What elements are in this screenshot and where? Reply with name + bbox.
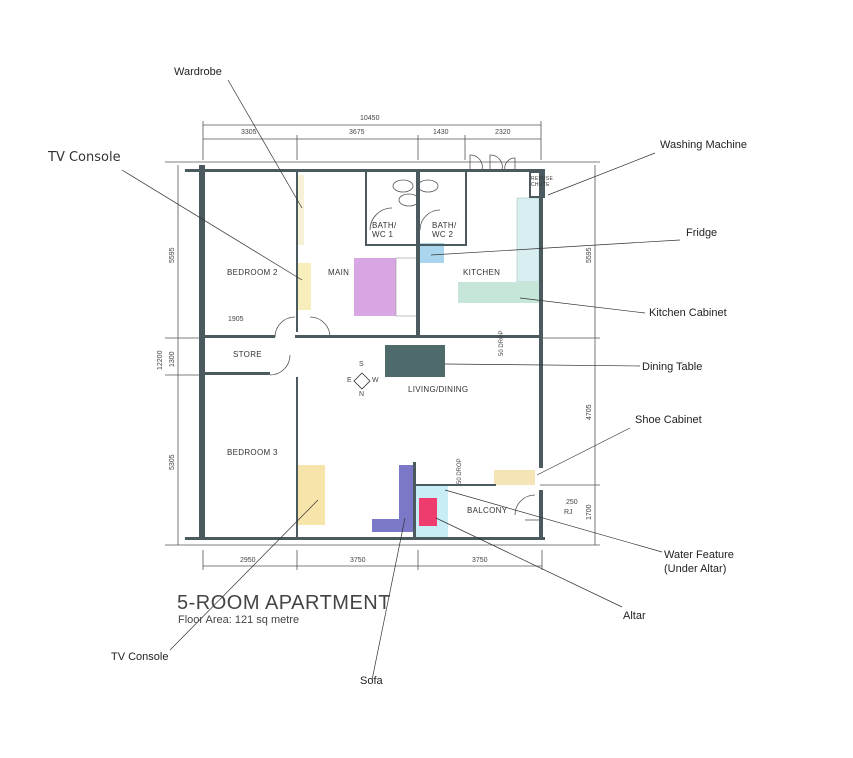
room-bath-1: BATH/ WC 1: [372, 221, 397, 239]
tv-console-bedroom2: [296, 263, 311, 310]
callout-water-feature-note: (Under Altar): [664, 563, 727, 575]
callout-kitchen-cabinet: Kitchen Cabinet: [649, 307, 727, 319]
walls: [185, 165, 545, 540]
dim-250: 250: [566, 499, 578, 506]
callout-sofa: Sofa: [360, 675, 383, 687]
dim-bottom-2: 3750: [350, 557, 366, 564]
callout-altar: Altar: [623, 610, 646, 622]
kitchen-cabinet: [458, 282, 540, 303]
callout-fridge: Fridge: [686, 227, 718, 239]
dim-left-1: 5595: [169, 247, 176, 263]
drop-label-2: 50 DROP: [457, 458, 463, 484]
callout-tv-console-handwritten: TV Console: [48, 150, 121, 165]
compass-s: S: [359, 361, 364, 368]
room-bath-2: BATH/ WC 2: [432, 221, 457, 239]
pillows: [395, 257, 419, 317]
dim-left-2: 1300: [169, 351, 176, 367]
dim-overall-width: 10450: [360, 115, 380, 122]
dim-right-3: 1700: [586, 504, 593, 520]
room-store: STORE: [233, 350, 262, 359]
room-kitchen: KITCHEN: [463, 268, 501, 277]
dim-top-4: 2320: [495, 129, 511, 136]
callout-tv-console: TV Console: [111, 651, 169, 663]
compass-n: N: [359, 391, 365, 398]
sofa: [399, 465, 413, 532]
room-main: MAIN: [328, 268, 350, 277]
sofa-section: [372, 519, 413, 532]
room-balcony: BALCONY: [467, 506, 508, 515]
dining-table: [385, 345, 445, 377]
dim-left-overall: 12200: [157, 350, 164, 370]
callout-shoe-cabinet: Shoe Cabinet: [635, 414, 702, 426]
dim-bottom-1: 2950: [240, 557, 256, 564]
bed: [354, 258, 396, 316]
compass-e: E: [347, 377, 352, 384]
dim-top-3: 1430: [433, 129, 449, 136]
room-bedroom-3: BEDROOM 3: [227, 448, 278, 457]
kitchen-counter: [516, 197, 540, 283]
compass-icon: [353, 372, 371, 390]
callout-dining-table: Dining Table: [642, 361, 703, 373]
plan-title: 5-ROOM APARTMENT: [177, 592, 391, 614]
dimension-lines: [165, 121, 600, 570]
callout-wardrobe: Wardrobe: [174, 66, 222, 78]
compass-w: W: [372, 377, 379, 384]
tv-console-bedroom3: [297, 465, 325, 525]
leader-lines: [121, 79, 681, 681]
doors: [269, 154, 540, 521]
room-living-dining: LIVING/DINING: [408, 385, 469, 394]
dim-bottom-3: 3750: [472, 557, 488, 564]
dim-left-3: 5305: [169, 454, 176, 470]
dim-top-1: 3305: [241, 129, 257, 136]
rj-label: RJ: [564, 509, 573, 516]
refuse-chute: REFUSE CHUTE: [531, 176, 554, 188]
altar: [419, 498, 437, 526]
dim-right-1: 5595: [586, 247, 593, 263]
callout-water-feature: Water Feature: [664, 549, 734, 561]
wardrobe: [297, 175, 304, 245]
dim-right-2: 4705: [586, 404, 593, 420]
floor-area: Floor Area: 121 sq metre: [178, 614, 300, 626]
room-bedroom-2: BEDROOM 2: [227, 268, 278, 277]
drop-label-1: 50 DROP: [499, 330, 505, 356]
fridge: [418, 243, 444, 263]
callout-washing-machine: Washing Machine: [660, 139, 748, 151]
shoe-cabinet: [494, 470, 535, 485]
dim-top-2: 3675: [349, 129, 365, 136]
dim-store-width: 1905: [228, 316, 244, 323]
